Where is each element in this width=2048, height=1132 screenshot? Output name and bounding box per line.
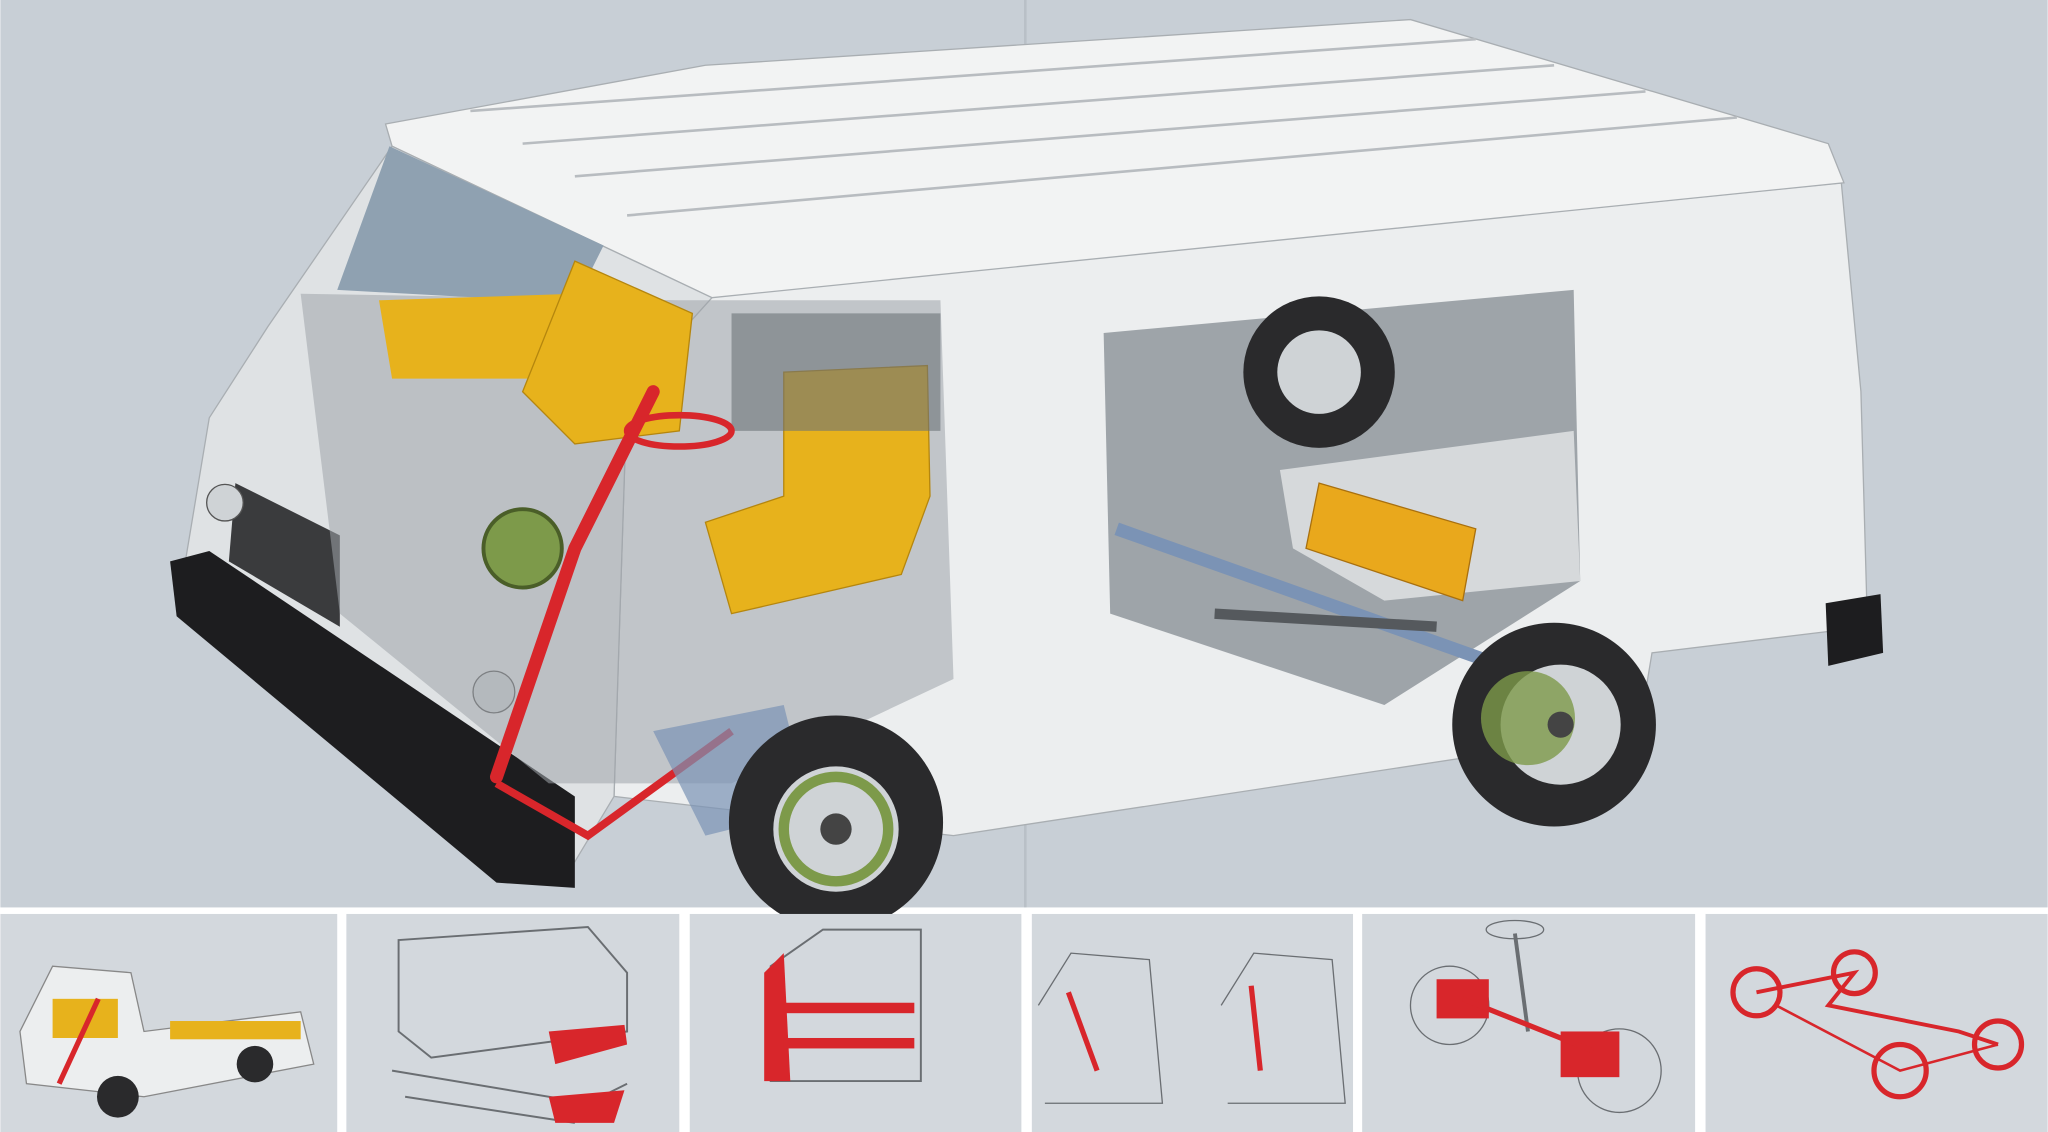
fuel-tank	[1305, 482, 1477, 602]
panel-steering-column	[1031, 913, 1354, 1132]
van	[170, 18, 1884, 930]
roof-ribs	[470, 37, 1738, 217]
cab-rear-wall	[379, 293, 575, 379]
windshield	[337, 146, 604, 303]
rear-wheel	[1452, 622, 1656, 827]
steering-column	[489, 385, 660, 784]
spare-wheel	[1243, 296, 1395, 448]
panel-door-frame	[689, 913, 1022, 1132]
side-window	[731, 313, 941, 431]
engine-pulley	[481, 507, 564, 590]
panel-brake-lines	[1705, 913, 2048, 1132]
panel-body-frame	[346, 913, 680, 1132]
panel-suspension	[1362, 913, 1696, 1132]
rear-bumper	[1825, 594, 1884, 666]
bottom-panels	[0, 913, 2048, 1132]
steering-wheel	[623, 411, 735, 450]
front-bumper	[170, 550, 575, 888]
front-wheel	[728, 715, 944, 930]
grille	[228, 483, 340, 627]
headlight-left	[206, 483, 244, 522]
panel-pickup-cutaway	[0, 913, 338, 1132]
driveshaft	[1214, 608, 1437, 632]
rear-leaf-spring	[1114, 522, 1505, 673]
